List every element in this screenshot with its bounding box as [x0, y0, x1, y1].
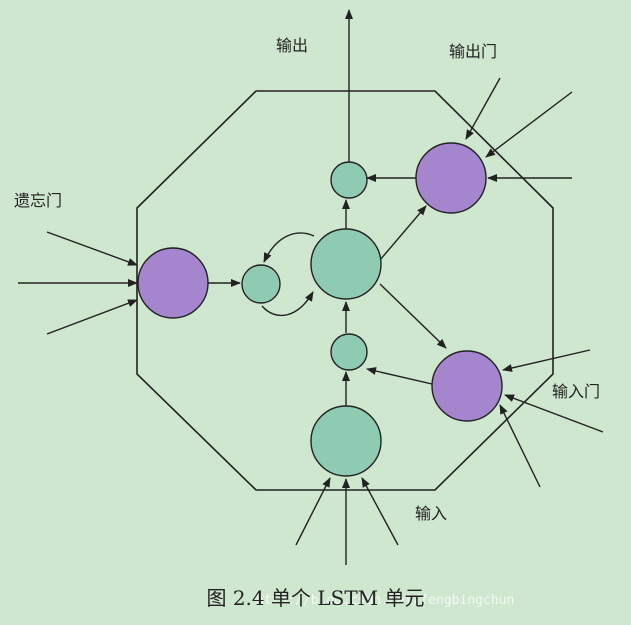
- forget-gate-node: [137, 247, 209, 319]
- memory-cell-node: [310, 228, 382, 300]
- figure-caption: 图 2.4 单个 LSTM 单元: [206, 586, 425, 610]
- arrow-input-gate-to-node: [366, 367, 433, 385]
- input-small-node: [330, 333, 368, 371]
- arrow-cell-to-output-gate: [379, 205, 427, 261]
- input-gate-node: [431, 350, 503, 422]
- input-gate-label: 输入门: [552, 382, 601, 401]
- arrow-input-in-1: [295, 477, 331, 546]
- watermark-text: http://blog.csdn.net/fengbingchun: [256, 593, 515, 608]
- arrow-ingate-in-3: [499, 404, 541, 488]
- arrow-outgate-in-1: [465, 77, 501, 140]
- input-node: [310, 405, 382, 477]
- arrow-cell-to-input-gate: [379, 283, 447, 349]
- input-label: 输入: [415, 504, 448, 523]
- forget-gate-label: 遗忘门: [14, 191, 63, 210]
- arrow-curve-to-node: [263, 232, 315, 263]
- arrow-ingate-in-2: [504, 394, 604, 433]
- arrow-outgate-in-2: [485, 91, 573, 158]
- output-label: 输出: [276, 36, 309, 55]
- arrow-ingate-in-1: [502, 349, 591, 372]
- arrow-input-in-3: [361, 477, 399, 546]
- output-gate-label: 输出门: [449, 42, 498, 61]
- recurrent-small-node: [241, 264, 281, 304]
- output-small-node: [330, 161, 368, 199]
- output-gate-node: [415, 142, 487, 214]
- arrow-forget-in-3: [46, 299, 138, 335]
- arrow-curve-to-cell: [261, 291, 314, 317]
- arrow-forget-in-1: [46, 231, 138, 266]
